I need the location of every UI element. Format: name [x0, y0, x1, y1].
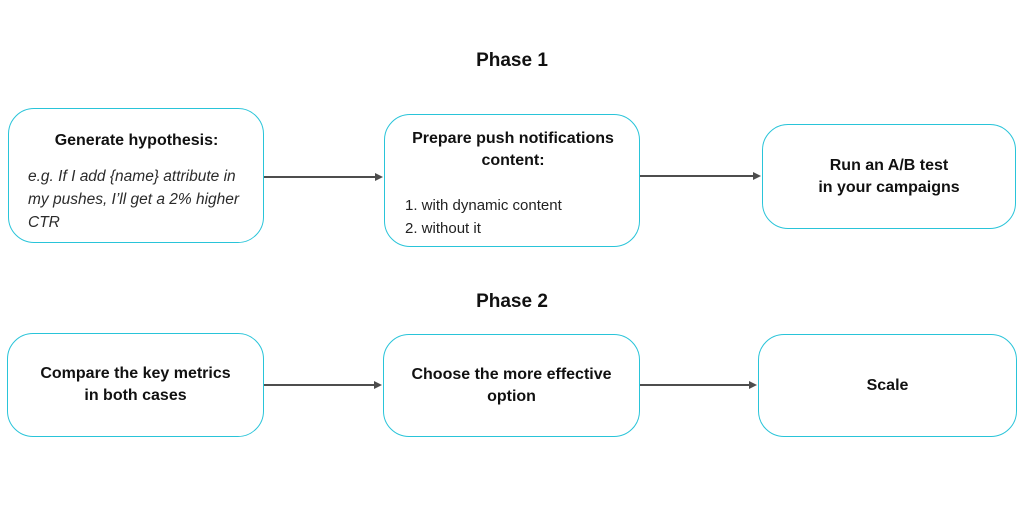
flow-arrow: [264, 380, 382, 389]
node-prepare-content: Prepare push notifications content: 1. w…: [384, 114, 640, 247]
node-choose-option: Choose the more effective option: [383, 334, 640, 437]
node-run-ab-test: Run an A/B test in your campaigns: [762, 124, 1016, 229]
node-heading: Choose the more effective option: [411, 364, 611, 408]
node-example-text: e.g. If I add {name} attribute in my pus…: [28, 165, 245, 234]
heading-line: content:: [481, 152, 545, 169]
node-heading: Scale: [866, 376, 909, 394]
phase1-title: Phase 1: [476, 50, 548, 71]
flow-arrow: [640, 171, 761, 180]
heading-line: in both cases: [84, 387, 187, 404]
arrowhead-right-icon: [749, 380, 757, 389]
heading-line: in your campaigns: [818, 178, 960, 196]
node-option-list: 1. with dynamic content 2. without it: [403, 194, 623, 240]
node-generate-hypothesis: Generate hypothesis: e.g. If I add {name…: [8, 108, 264, 243]
heading-line: Compare the key metrics: [40, 365, 231, 382]
arrowhead-right-icon: [753, 171, 761, 180]
heading-line: Prepare push notifications: [412, 130, 614, 147]
node-compare-metrics: Compare the key metrics in both cases: [7, 333, 264, 437]
example-line: e.g. If I add {name} attribute in: [28, 168, 236, 185]
node-heading: Generate hypothesis:: [54, 132, 219, 149]
heading-line: Choose the more effective: [411, 365, 612, 383]
heading-line: Run an A/B test: [829, 156, 949, 174]
phase2-title: Phase 2: [476, 291, 548, 312]
heading-line: option: [487, 387, 536, 405]
arrowhead-right-icon: [375, 172, 383, 181]
list-item: 1. with dynamic content: [405, 197, 562, 214]
arrowhead-right-icon: [374, 380, 382, 389]
flow-arrow: [640, 380, 757, 389]
node-heading: Run an A/B test in your campaigns: [818, 155, 959, 199]
node-scale: Scale: [758, 334, 1017, 437]
node-heading: Compare the key metrics in both cases: [40, 363, 230, 407]
example-line: my pushes, I’ll get a 2% higher: [28, 191, 240, 208]
example-line: CTR: [28, 214, 60, 231]
node-heading: Prepare push notifications content:: [403, 128, 623, 172]
list-item: 2. without it: [405, 220, 481, 237]
flow-arrow: [264, 172, 383, 181]
